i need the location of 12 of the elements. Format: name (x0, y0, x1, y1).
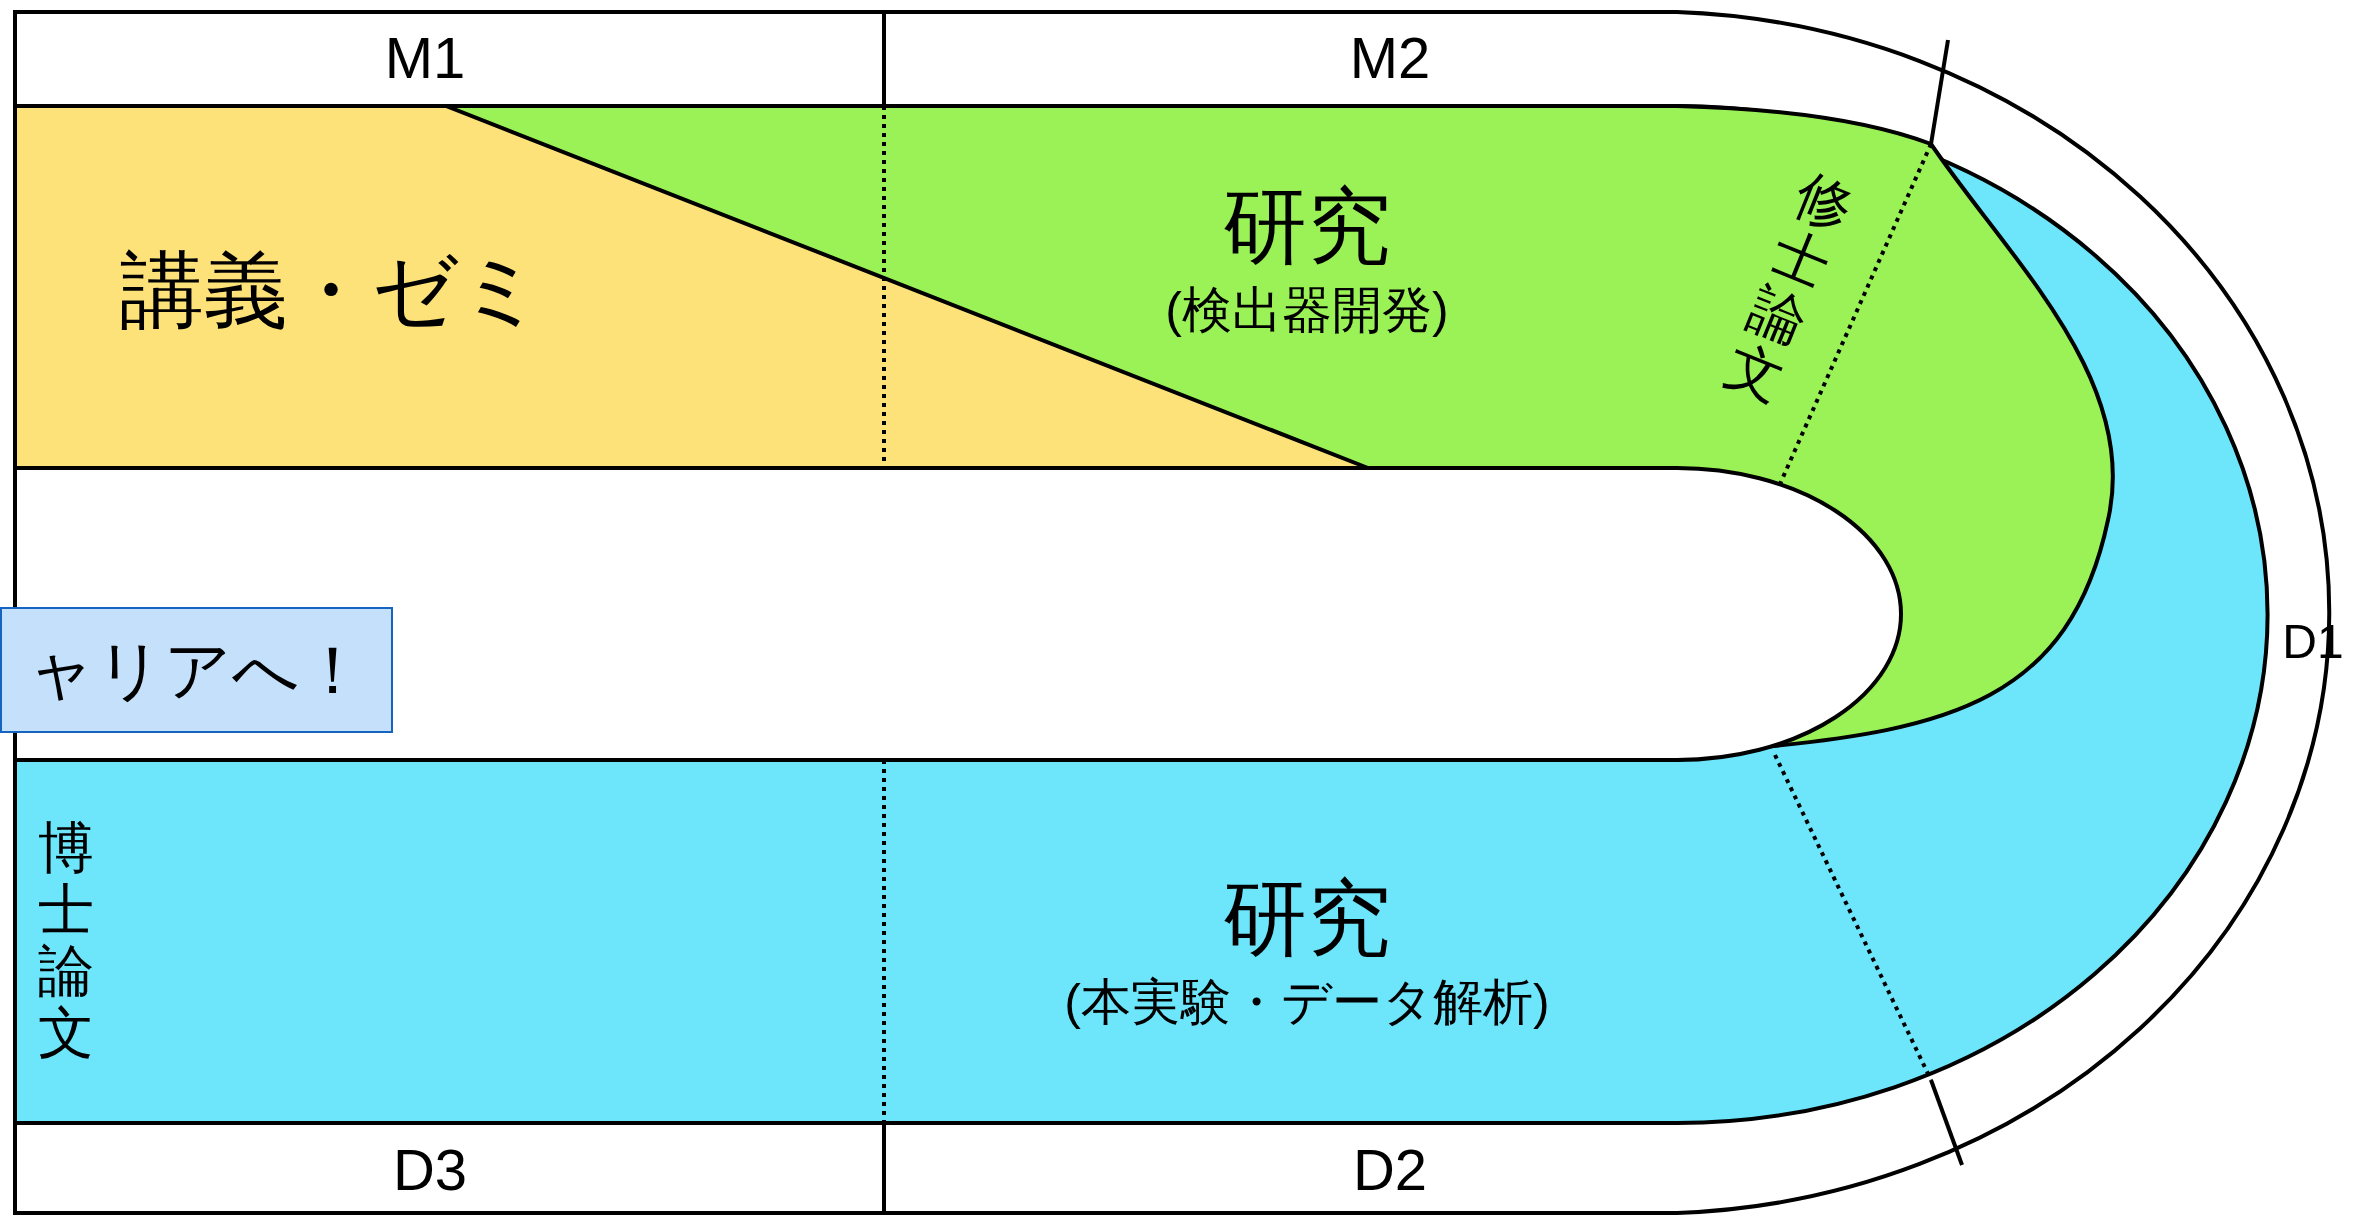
phase-detail: (検出器開発) (1165, 281, 1449, 341)
phase-title: 講義・ゼミ (120, 248, 544, 332)
thesis-label: 博士論文 (38, 816, 94, 1064)
phase-title: 研究 (1223, 178, 1391, 276)
year-label: M1 (384, 29, 466, 87)
callout-text: ャリアへ！ (27, 637, 366, 703)
year-label: D3 (392, 1141, 468, 1199)
year-label: M2 (1349, 29, 1431, 87)
year-label: D2 (1352, 1141, 1428, 1199)
phase-detail: (本実験・データ解析) (1064, 973, 1550, 1033)
phase-title: 研究 (1223, 870, 1391, 968)
thesis-label: 修士論文 (1717, 162, 1863, 412)
